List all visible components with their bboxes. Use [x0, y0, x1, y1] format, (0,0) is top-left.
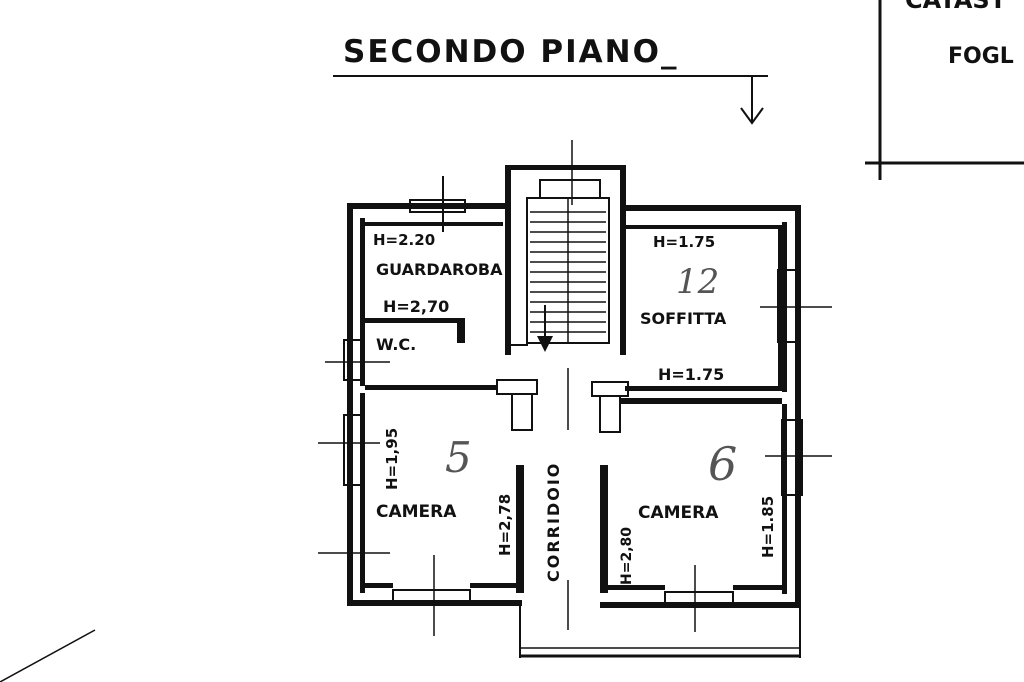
handwritten-5: 5 [445, 433, 472, 482]
handwritten-12: 12 [676, 262, 719, 302]
soffitta-height-top: H=1.75 [653, 233, 715, 251]
camera-right-height-side: H=1.85 [759, 496, 777, 558]
catasto-label: CATAST [905, 0, 1007, 14]
camera-left-label: CAMERA [376, 502, 457, 522]
guardaroba-height: H=2.20 [373, 231, 435, 249]
camera-left-height-side: H=1,95 [383, 428, 401, 490]
camera-right-height-inner: H=2,80 [619, 527, 635, 585]
plan-title: SECONDO PIANO_ [343, 34, 678, 70]
catasto-box: CATAST FOGL [865, 0, 1024, 180]
wc-label: W.C. [376, 335, 416, 354]
windows [0, 176, 832, 682]
section-arrow-head [740, 107, 764, 125]
soffitta-height-bottom: H=1.75 [658, 365, 724, 384]
handwritten-6: 6 [708, 437, 737, 491]
corridoio-label: CORRIDOIO [544, 462, 563, 582]
staircase [505, 140, 626, 355]
foglio-label: FOGL [948, 44, 1014, 69]
soffitta-label: SOFFITTA [640, 309, 727, 328]
guardaroba-label: GUARDAROBA [376, 260, 503, 279]
camera-right-label: CAMERA [638, 503, 719, 523]
wc-height: H=2,70 [383, 297, 449, 316]
camera-left-height-inner: H=2,78 [496, 494, 514, 556]
